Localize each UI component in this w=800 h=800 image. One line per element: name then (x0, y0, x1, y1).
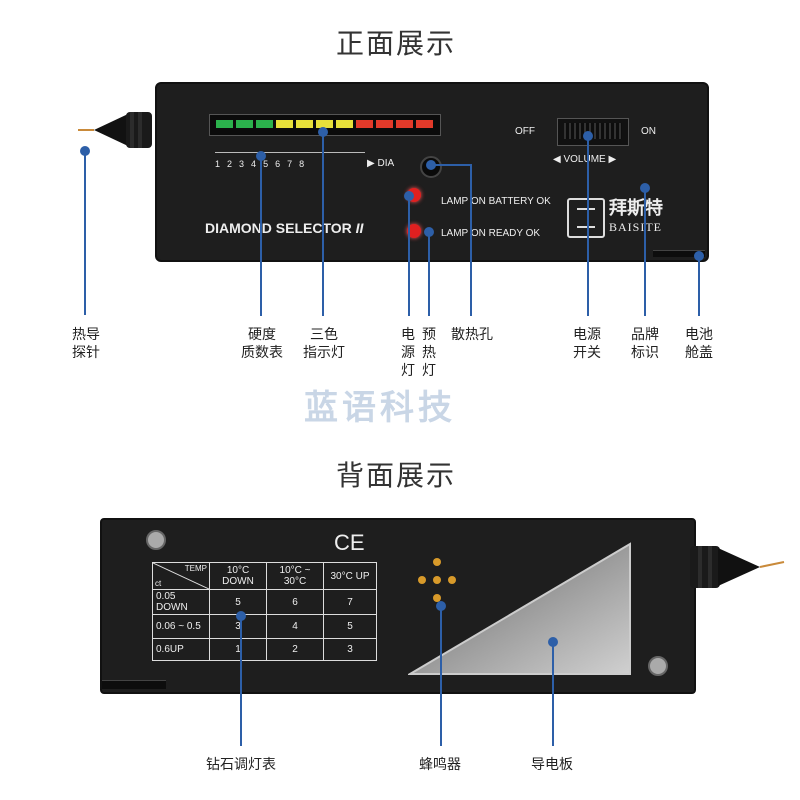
scale-number: 5 (263, 159, 269, 169)
screw-icon (648, 656, 668, 676)
callout-thermal-probe: 热导探针 (72, 327, 100, 361)
callout-brand-logo: 品牌标识 (631, 327, 659, 361)
led-segment (316, 120, 333, 128)
scale-number: 2 (227, 159, 233, 169)
table-header: 10°C DOWN (209, 562, 267, 590)
callout-power-switch: 电源开关 (573, 327, 601, 361)
thermal-probe (78, 100, 158, 160)
led-segment (356, 120, 373, 128)
logo-seal-icon (567, 198, 605, 238)
scale-number: 3 (239, 159, 245, 169)
brand-logo: 拜斯特 BAISITE (567, 194, 697, 240)
table-row: 0.6UP 1 2 3 (152, 638, 377, 661)
scale-suffix: ▶ DIA (367, 158, 395, 169)
screw-icon (146, 530, 166, 550)
power-switch[interactable] (557, 118, 629, 146)
led-segment (296, 120, 313, 128)
led-segment (416, 120, 433, 128)
scale-number: 8 (299, 159, 305, 169)
volume-label: ◀ VOLUME ▶ (553, 154, 617, 165)
table-header: 30°C UP (323, 562, 377, 590)
battery-cover-back (102, 680, 166, 689)
led-segment (336, 120, 353, 128)
led-segment (396, 120, 413, 128)
front-heading: 正面展示 (336, 27, 457, 60)
scale-number: 1 (215, 159, 221, 169)
logo-cn: 拜斯特 (609, 198, 663, 218)
led-segment (256, 120, 273, 128)
table-row: 0.05 DOWN 5 6 7 (152, 589, 377, 615)
callout-preheat-light: 预热灯 (422, 327, 436, 379)
model-numeral: II (355, 220, 364, 236)
scale-number: 7 (287, 159, 293, 169)
callout-battery-cover: 电池舱盖 (685, 327, 713, 361)
led-segment (236, 120, 253, 128)
battery-cover[interactable] (653, 250, 705, 257)
scale-number: 6 (275, 159, 281, 169)
lamp-battery-label: LAMP ON BATTERY OK (441, 196, 551, 207)
callout-vent-hole: 散热孔 (451, 327, 493, 343)
led-segment (276, 120, 293, 128)
ce-mark: CE (334, 530, 365, 555)
lamp-ready-label: LAMP ON READY OK (441, 228, 541, 239)
buzzer (414, 558, 464, 612)
table-corner: TEMP ct (152, 562, 210, 590)
table-header: 10°C ~ 30°C (266, 562, 324, 590)
off-label: OFF (515, 126, 535, 137)
logo-en: BAISITE (609, 220, 662, 234)
callout-power-light: 电源灯 (401, 327, 415, 379)
scale-number: 4 (251, 159, 257, 169)
back-heading: 背面展示 (336, 459, 457, 492)
table-row: 0.06 ~ 0.5 3 4 5 (152, 614, 377, 639)
on-label: ON (641, 126, 656, 137)
callout-tricolor-indicator: 三色指示灯 (303, 327, 345, 361)
led-segment (376, 120, 393, 128)
brand-text: DIAMOND SELECTOR II (205, 220, 364, 236)
thermal-probe-back (690, 532, 786, 602)
watermark: 蓝语科技 (304, 388, 456, 428)
back-device-body: CE TEMP ct 10°C DOWN 10°C ~ 30°C 30°C UP… (100, 518, 696, 694)
diamond-temperature-table: TEMP ct 10°C DOWN 10°C ~ 30°C 30°C UP 0.… (152, 562, 377, 661)
callout-diamond-table: 钻石调灯表 (206, 757, 276, 773)
preheat-light (407, 224, 421, 238)
conductive-plate (408, 542, 631, 675)
led-segment (216, 120, 233, 128)
callout-hardness-scale: 硬度质数表 (241, 327, 283, 361)
tricolor-led-bar (209, 114, 441, 136)
callout-buzzer: 蜂鸣器 (419, 757, 461, 773)
callout-conductive-plate: 导电板 (531, 757, 573, 773)
